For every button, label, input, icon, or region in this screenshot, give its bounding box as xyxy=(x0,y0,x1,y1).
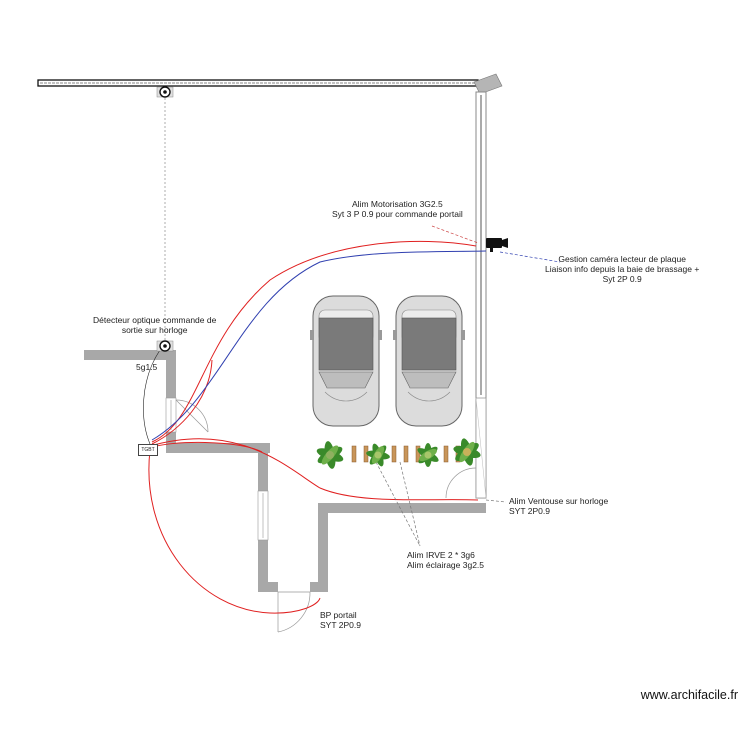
windows xyxy=(165,397,269,541)
label-alim-motorisation: Alim Motorisation 3G2.5 Syt 3 P 0.9 pour… xyxy=(332,199,463,219)
gate-post xyxy=(473,73,503,95)
detector-cable xyxy=(143,349,161,445)
right-wall xyxy=(475,91,487,499)
label-line: Alim IRVE 2 * 3g6 xyxy=(407,550,475,560)
label-cable-5g: 5g1.5 xyxy=(136,362,158,372)
label-line: SYT 2P0.9 xyxy=(320,620,361,630)
gate-rail xyxy=(37,79,479,87)
label-line: Alim Motorisation 3G2.5 xyxy=(352,199,443,209)
label-line: Détecteur optique commande de xyxy=(93,315,217,325)
label-line: Syt 3 P 0.9 pour commande portail xyxy=(332,209,463,219)
car-icon xyxy=(310,295,382,427)
label-line: SYT 2P0.9 xyxy=(509,506,550,516)
tgbt-panel: TGBT xyxy=(138,444,158,456)
label-line: sortie sur horloge xyxy=(121,325,188,335)
plant-icon xyxy=(316,438,481,469)
label-line: Gestion caméra lecteur de plaque xyxy=(558,254,686,264)
optical-detector-icon xyxy=(156,340,174,352)
label-line: Syt 2P 0.9 xyxy=(602,274,642,284)
label-alim-irve: Alim IRVE 2 * 3g6 Alim éclairage 3g2.5 xyxy=(407,550,484,570)
door-icon xyxy=(175,399,477,633)
camera-icon xyxy=(486,238,508,252)
label-line: Alim Ventouse sur horloge xyxy=(509,496,609,506)
leader-lines xyxy=(375,225,561,547)
label-line: BP portail xyxy=(320,610,357,620)
label-bp-portail: BP portail SYT 2P0.9 xyxy=(320,610,361,630)
label-gestion-camera: Gestion caméra lecteur de plaque Liaison… xyxy=(545,254,699,284)
label-line: Alim éclairage 3g2.5 xyxy=(407,560,485,570)
building-walls xyxy=(84,350,486,592)
red-cables xyxy=(148,240,479,614)
car-icon xyxy=(393,295,465,427)
blue-cable xyxy=(151,250,487,441)
label-detecteur: Détecteur optique commande de sortie sur… xyxy=(93,315,216,335)
credit-link[interactable]: www.archifacile.fr xyxy=(640,688,738,702)
label-line: Liaison info depuis la baie de brassage … xyxy=(545,264,700,274)
optical-detector-icon xyxy=(156,86,174,98)
label-alim-ventouse: Alim Ventouse sur horloge SYT 2P0.9 xyxy=(509,496,608,516)
